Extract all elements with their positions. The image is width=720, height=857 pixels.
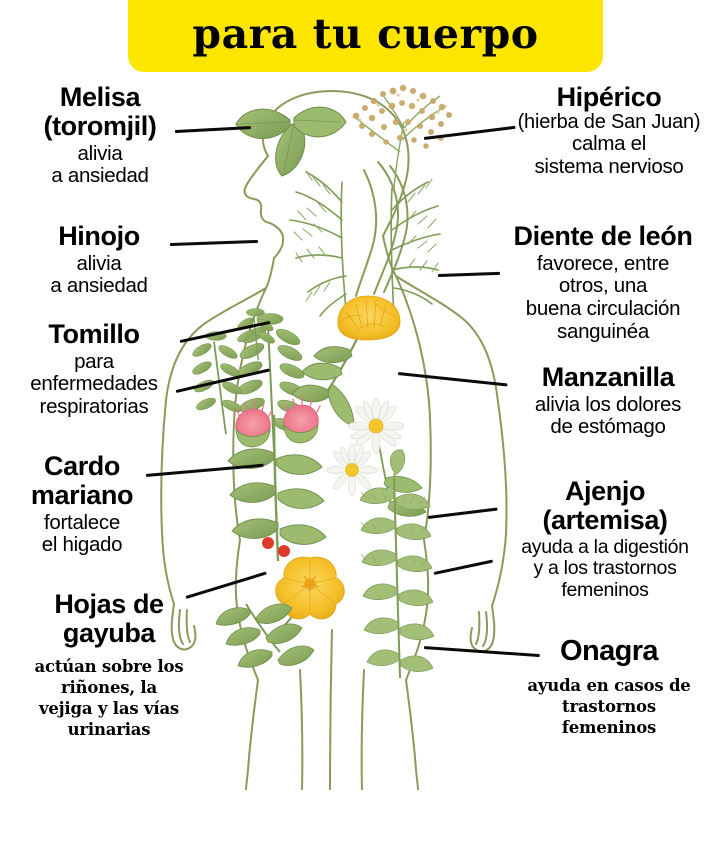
label-diente-desc-2: otros, una (558, 274, 648, 298)
label-hiperico-name: Hipérico (556, 82, 662, 112)
label-ajenjo-name-alt: (artemisa) (542, 504, 668, 535)
leader-line-hinojo (169, 239, 258, 246)
label-ajenjo-name: Ajenjo (564, 476, 646, 506)
label-tomillo-desc-3: respiratorias (39, 394, 149, 418)
label-cardo-mariano: Cardo mariano fortalece el higado (12, 452, 152, 557)
title-banner: para tu cuerpo (128, 0, 603, 72)
leader-line-ajenjo-2 (433, 559, 494, 575)
label-tomillo-desc-2: enfermedades (30, 372, 158, 396)
label-diente-desc-1: favorece, entre (536, 251, 670, 275)
label-gayuba-desc-3: vejiga y las vías (38, 698, 180, 718)
label-cardo-desc-2: el higado (41, 533, 123, 557)
leader-line-manzanilla (397, 372, 508, 387)
label-hinojo: Hinojo alivia a ansiedad (20, 222, 178, 298)
label-melisa-name: Melisa (59, 82, 141, 112)
label-ajenjo-desc-3: femeninos (561, 578, 649, 601)
label-hojas-de-gayuba: Hojas de gayuba actúan sobre los riñones… (18, 590, 200, 740)
leader-line-tomillo (179, 320, 271, 343)
label-ajenjo-desc-1: ayuda a la digestión (521, 535, 689, 558)
label-gayuba-desc-2: riñones, la (61, 677, 157, 697)
label-melisa-desc-1: alivia (77, 141, 123, 165)
leader-line-ajenjo (427, 507, 498, 519)
leader-line-cardo (145, 463, 264, 477)
title-banner-inner: para tu cuerpo (128, 0, 603, 72)
label-gayuba-desc-4: urinarias (67, 720, 151, 740)
label-tomillo: Tomillo para enfermedades respiratorias (10, 320, 178, 419)
label-ajenjo-desc-2: y a los trastornos (533, 557, 677, 580)
label-manzanilla-name: Manzanilla (541, 362, 675, 392)
label-diente-de-leon: Diente de león favorece, entre otros, un… (486, 222, 720, 343)
label-gayuba-name-1: Hojas de (54, 589, 164, 619)
label-onagra-desc-2: trastornos (562, 697, 656, 717)
label-hinojo-name: Hinojo (58, 221, 140, 251)
label-onagra: Onagra ayuda en casos de trastornos feme… (498, 635, 720, 738)
label-melisa: Melisa (toromjil) alivia a ansiedad (20, 83, 180, 188)
label-hinojo-desc-1: alivia (76, 251, 122, 275)
label-melisa-desc-2: a ansiedad (51, 164, 149, 188)
label-cardo-name-1: Cardo (43, 451, 120, 481)
label-tomillo-name: Tomillo (48, 319, 140, 349)
leader-line-tomillo-2 (175, 368, 270, 393)
label-onagra-name: Onagra (560, 635, 659, 667)
label-gayuba-desc-1: actúan sobre los (34, 656, 184, 676)
label-tomillo-desc-1: para (74, 349, 114, 373)
label-manzanilla: Manzanilla alivia los dolores de estómag… (496, 363, 720, 439)
label-onagra-desc-1: ayuda en casos de (527, 676, 691, 696)
leader-line-melisa (174, 126, 251, 133)
label-diente-desc-3: buena circulación (525, 296, 681, 320)
label-hiperico: Hipérico (hierba de San Juan) calma el s… (498, 83, 720, 178)
label-gayuba-name-2: gayuba (62, 617, 156, 648)
label-onagra-desc-3: femeninos (561, 718, 657, 738)
label-diente-name: Diente de león (513, 221, 693, 251)
label-cardo-desc-1: fortalece (44, 510, 120, 534)
label-diente-desc-4: sanguinéa (557, 319, 649, 343)
label-manzanilla-desc-2: de estómago (550, 415, 666, 439)
page-title: para tu cuerpo (192, 9, 539, 58)
label-hiperico-name-alt: (hierba de San Juan) (517, 110, 701, 133)
label-manzanilla-desc-1: alivia los dolores (534, 392, 682, 416)
label-melisa-name-alt: (toromjil) (43, 110, 157, 141)
label-hiperico-desc-1: calma el (572, 132, 646, 156)
label-ajenjo: Ajenjo (artemisa) ayuda a la digestión y… (490, 477, 720, 601)
label-hiperico-desc-2: sistema nervioso (534, 154, 684, 178)
label-cardo-name-2: mariano (30, 479, 134, 510)
label-hinojo-desc-2: a ansiedad (50, 274, 148, 298)
